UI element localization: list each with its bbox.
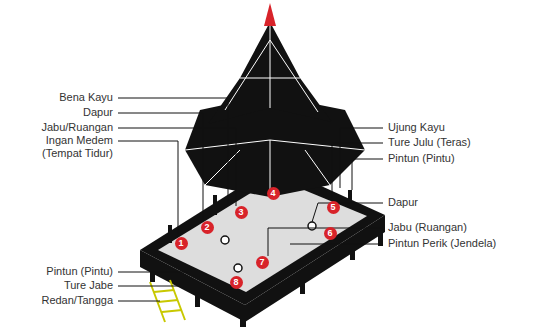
callout-number: 1: [175, 237, 188, 250]
part-label: Ujung Kayu: [388, 121, 445, 134]
part-label: Dapur: [83, 106, 113, 119]
part-label: Pintun (Pintu): [46, 265, 113, 278]
part-label: Bena Kayu: [59, 91, 113, 104]
callout-number: 3: [235, 206, 248, 219]
callout-number: 7: [256, 256, 269, 269]
callout-number: 6: [324, 227, 337, 240]
part-label: Ture Jabe: [64, 279, 113, 292]
part-label: Jabu (Ruangan): [388, 221, 467, 234]
part-label: Ture Julu (Teras): [388, 136, 471, 149]
callout-number: 5: [327, 201, 340, 214]
part-label: Jabu/Ruangan: [41, 121, 113, 134]
part-label: Dapur: [388, 196, 418, 209]
callout-number: 2: [201, 221, 214, 234]
callout-number: 8: [230, 276, 243, 289]
part-label: Ingan Medem (Tempat Tidur): [21, 134, 113, 160]
part-label: Pintun (Pintu): [388, 152, 455, 165]
part-label: Redan/Tangga: [41, 294, 113, 307]
callout-number: 4: [267, 187, 280, 200]
part-label: Pintun Perik (Jendela): [388, 237, 496, 250]
